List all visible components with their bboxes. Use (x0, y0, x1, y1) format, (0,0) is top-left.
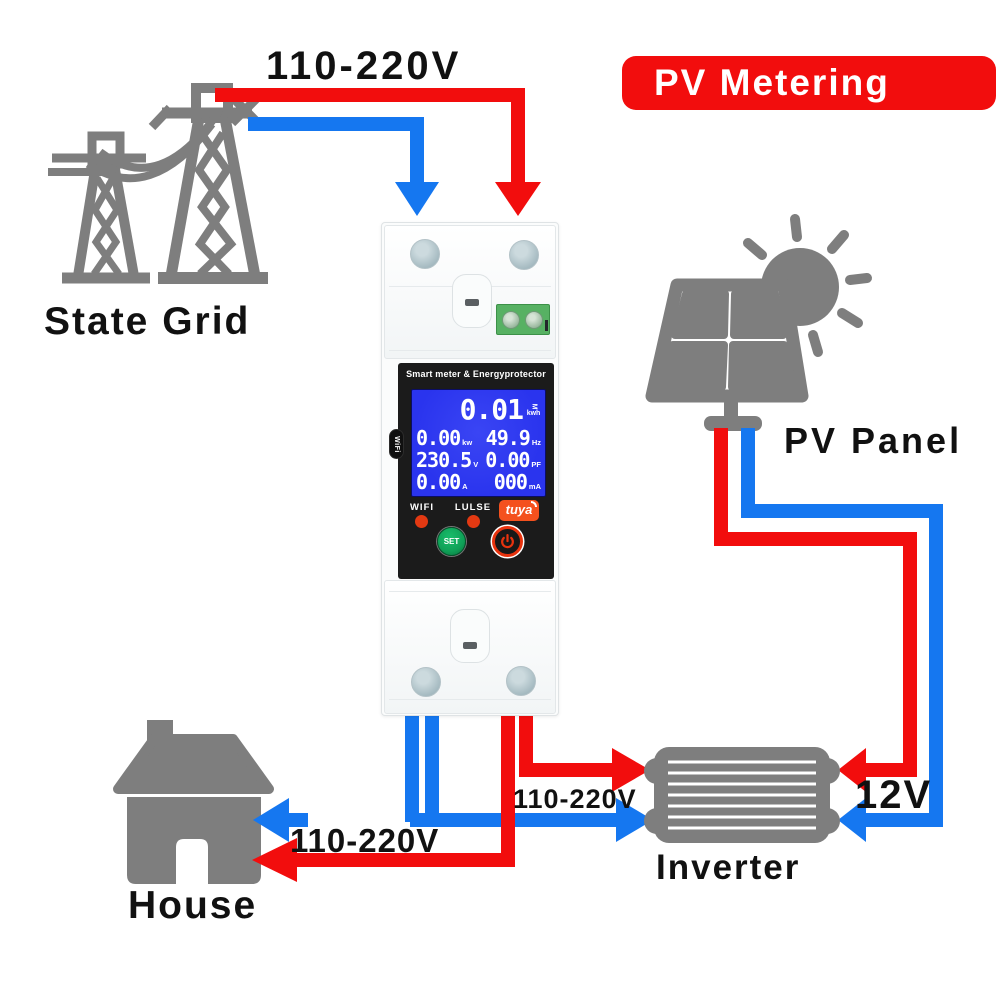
leakage-unit: mA (528, 481, 541, 491)
house-label: House (128, 884, 258, 927)
inverter-voltage-label: 110-220V (513, 784, 637, 814)
terminal-block-screw (502, 311, 520, 329)
house-icon (113, 720, 274, 884)
current-unit: A (462, 481, 468, 491)
meter-front-panel: Smart meter & Energyprotector WiFi 0.01 … (389, 363, 554, 579)
terminal-screw (506, 666, 536, 696)
lcd-display: 0.01 M kwh 0.00 kw 49.9 Hz (411, 389, 546, 497)
pv-voltage-label: 12V (855, 773, 933, 817)
lcd-power-freq-row: 0.00 kw 49.9 Hz (416, 428, 541, 450)
frequency-unit: Hz (531, 437, 541, 447)
energy-unit: kwh (526, 409, 541, 417)
latch-slot (465, 299, 479, 306)
power-icon (501, 534, 514, 549)
power-button (492, 526, 523, 557)
lcd-current-row: 0.00 A 000 mA (416, 472, 541, 494)
cover-seam (389, 591, 551, 592)
wifi-indicator-led (415, 515, 428, 528)
terminal-block-screw (525, 311, 543, 329)
current-value: 0.00 (416, 469, 461, 494)
state-grid-icon (48, 83, 268, 284)
meter-bottom-terminal-cover (384, 580, 556, 714)
grid-voltage-label: 110-220V (266, 44, 462, 88)
house-voltage-label: 110-220V (290, 822, 440, 859)
cover-seam (389, 350, 551, 351)
meter-title: Smart meter & Energyprotector (406, 369, 546, 379)
terminal-screw (509, 240, 539, 270)
pulse-indicator-label: LULSE (454, 502, 492, 513)
tuya-logo-tick (531, 501, 537, 507)
pf-value: 0.00 (485, 447, 530, 472)
pv-metering-banner: PV Metering (622, 56, 996, 110)
lcd-energy-row: 0.01 M kwh (416, 392, 541, 428)
wifi-side-tab: WiFi (389, 429, 404, 459)
voltage-value: 230.5 (416, 447, 472, 472)
neutral-wires-blue (248, 117, 943, 842)
inverter-icon (644, 747, 840, 843)
terminal-block-mark (545, 320, 548, 331)
tuya-logo-text: tuya (505, 502, 533, 517)
voltage-unit: V (473, 459, 479, 469)
terminal-block (496, 304, 550, 335)
pulse-indicator-led (467, 515, 480, 528)
terminal-screw (411, 667, 441, 697)
banner-label: PV Metering (654, 62, 890, 103)
inverter-label: Inverter (656, 848, 801, 887)
power-value: 0.00 (416, 425, 461, 450)
wifi-side-tab-label: WiFi (393, 435, 400, 453)
tuya-logo: tuya (499, 500, 539, 521)
set-button-label: SET (443, 537, 460, 546)
cover-seam (389, 699, 551, 700)
din-rail-latch (452, 274, 492, 328)
lcd-voltage-pf-row: 230.5 V 0.00 PF (416, 450, 541, 472)
energy-marker: M (530, 403, 537, 410)
wifi-indicator-label: WIFI (409, 502, 435, 513)
leakage-value: 000 (493, 469, 528, 494)
pv-panel-icon (645, 278, 809, 431)
din-rail-latch (450, 609, 490, 663)
pv-panel-label: PV Panel (784, 420, 963, 461)
state-grid-label: State Grid (44, 300, 251, 343)
live-wires-red (215, 88, 917, 882)
energy-value: 0.01 (459, 392, 524, 426)
smart-meter-device: Smart meter & Energyprotector WiFi 0.01 … (381, 222, 559, 716)
pf-unit: PF (531, 459, 541, 469)
latch-slot (463, 642, 477, 649)
terminal-screw (410, 239, 440, 269)
power-unit: kw (462, 437, 473, 447)
frequency-value: 49.9 (485, 425, 531, 450)
set-button: SET (437, 527, 466, 556)
meter-top-terminal-cover (384, 225, 556, 359)
